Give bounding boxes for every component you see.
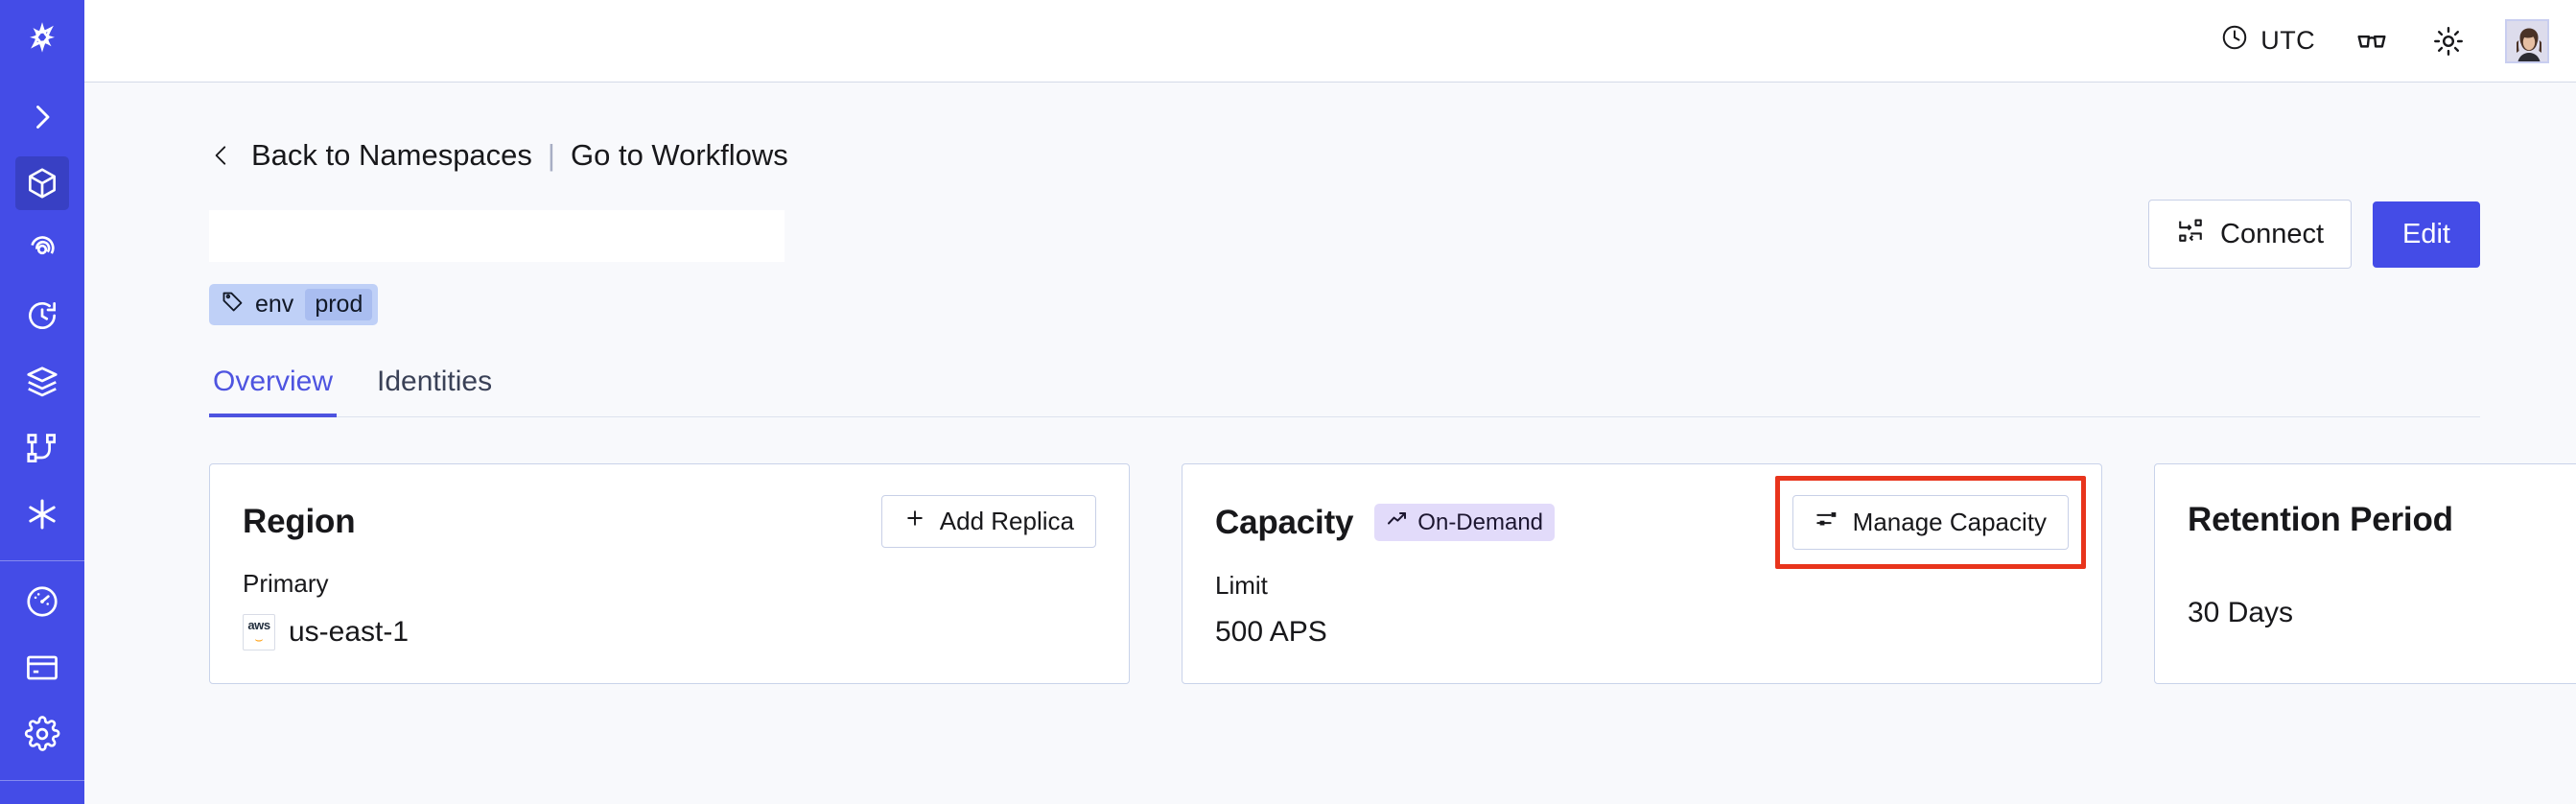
tab-bar: Overview Identities <box>209 366 2480 417</box>
region-primary-label: Primary <box>243 569 329 598</box>
region-primary-value-row: aws ⌣ us-east-1 <box>243 614 1096 650</box>
main-content: Back to Namespaces | Go to Workflows Act… <box>84 83 2576 804</box>
edit-button-label: Edit <box>2402 218 2450 249</box>
sidebar-item-workflows[interactable] <box>15 421 69 475</box>
sidebar-divider-top <box>0 560 84 561</box>
connect-button[interactable]: Connect <box>2148 200 2353 269</box>
tag-list: env prod <box>209 284 2480 325</box>
capacity-mode-label: On-Demand <box>1417 508 1544 535</box>
manage-capacity-label: Manage Capacity <box>1852 508 2047 536</box>
aws-logo-icon: aws ⌣ <box>243 614 275 650</box>
page-title <box>209 210 785 262</box>
capacity-mode-badge: On-Demand <box>1374 504 1556 541</box>
region-card-header: Region Add Replica <box>243 495 1096 548</box>
sidebar-item-schedules[interactable] <box>15 289 69 343</box>
sidebar-item-settings[interactable] <box>15 707 69 761</box>
tag-key: env <box>255 291 294 318</box>
tab-overview[interactable]: Overview <box>209 366 338 417</box>
sidebar-item-nexus[interactable] <box>15 487 69 541</box>
connect-icon <box>2176 216 2205 252</box>
tag-chip-env[interactable]: env prod <box>209 284 379 325</box>
breadcrumb-workflows-link[interactable]: Go to Workflows <box>570 138 788 172</box>
sidebar-item-usage[interactable] <box>15 575 69 628</box>
retention-card-header: Retention Period <box>2188 495 2576 545</box>
capacity-limit-label: Limit <box>1215 571 1268 600</box>
sidebar-divider-bottom <box>0 780 84 781</box>
sidebar-item-task-queues[interactable] <box>15 355 69 409</box>
tag-icon <box>221 289 246 320</box>
sliders-icon <box>1815 507 1839 538</box>
sidebar-item-billing[interactable] <box>15 641 69 695</box>
retention-card-title: Retention Period <box>2188 501 2453 538</box>
clock-icon <box>2220 23 2249 59</box>
overview-cards: Region Add Replica <box>209 463 2576 684</box>
sun-icon[interactable] <box>2428 21 2469 61</box>
retention-card: Retention Period 30 Days <box>2154 463 2576 684</box>
chevron-left-icon[interactable] <box>209 140 234 171</box>
trending-up-icon <box>1386 508 1409 537</box>
add-replica-button[interactable]: Add Replica <box>880 495 1096 548</box>
region-card-action: Add Replica <box>880 495 1096 548</box>
manage-capacity-button[interactable]: Manage Capacity <box>1791 495 2069 550</box>
header-actions: Connect Edit <box>2148 200 2480 269</box>
capacity-limit-value: 500 APS <box>1215 616 1327 648</box>
tab-identities[interactable]: Identities <box>377 366 493 397</box>
edit-button[interactable]: Edit <box>2373 201 2480 268</box>
timezone-selector[interactable]: UTC <box>2220 23 2315 59</box>
plus-icon <box>903 507 926 536</box>
region-value: us-east-1 <box>289 616 410 648</box>
primary-sidebar <box>0 0 84 804</box>
capacity-card-action: Manage Capacity <box>1774 476 2086 569</box>
retention-value: 30 Days <box>2188 597 2294 628</box>
capacity-card: Capacity On-Demand <box>1182 463 2102 684</box>
expand-sidebar-button[interactable] <box>15 90 69 144</box>
capacity-card-title: Capacity <box>1215 503 1354 541</box>
sidebar-item-namespaces[interactable] <box>15 156 69 210</box>
aws-logo-text: aws <box>247 618 270 632</box>
content-column: UTC <box>84 0 2576 804</box>
breadcrumb-back-link[interactable]: Back to Namespaces <box>251 138 532 172</box>
breadcrumb-separator: | <box>547 138 555 172</box>
capacity-card-header: Capacity On-Demand <box>1215 476 2086 569</box>
connect-button-label: Connect <box>2220 218 2325 249</box>
add-replica-label: Add Replica <box>939 507 1074 535</box>
tag-value: prod <box>305 289 373 320</box>
user-avatar[interactable] <box>2505 18 2549 63</box>
glasses-icon[interactable] <box>2352 21 2392 61</box>
region-card-title: Region <box>243 502 356 540</box>
namespace-header-row: Active Co <box>209 200 2480 269</box>
region-card: Region Add Replica <box>209 463 1130 684</box>
redaction-overlay <box>209 210 785 262</box>
topbar-actions: UTC <box>2220 18 2549 63</box>
aws-swoosh: ⌣ <box>254 631 264 647</box>
timezone-label: UTC <box>2260 26 2315 55</box>
top-bar: UTC <box>84 0 2576 83</box>
breadcrumb: Back to Namespaces | Go to Workflows <box>209 138 2480 173</box>
sidebar-item-observability[interactable] <box>15 223 69 276</box>
temporal-logo-icon[interactable] <box>15 13 69 71</box>
